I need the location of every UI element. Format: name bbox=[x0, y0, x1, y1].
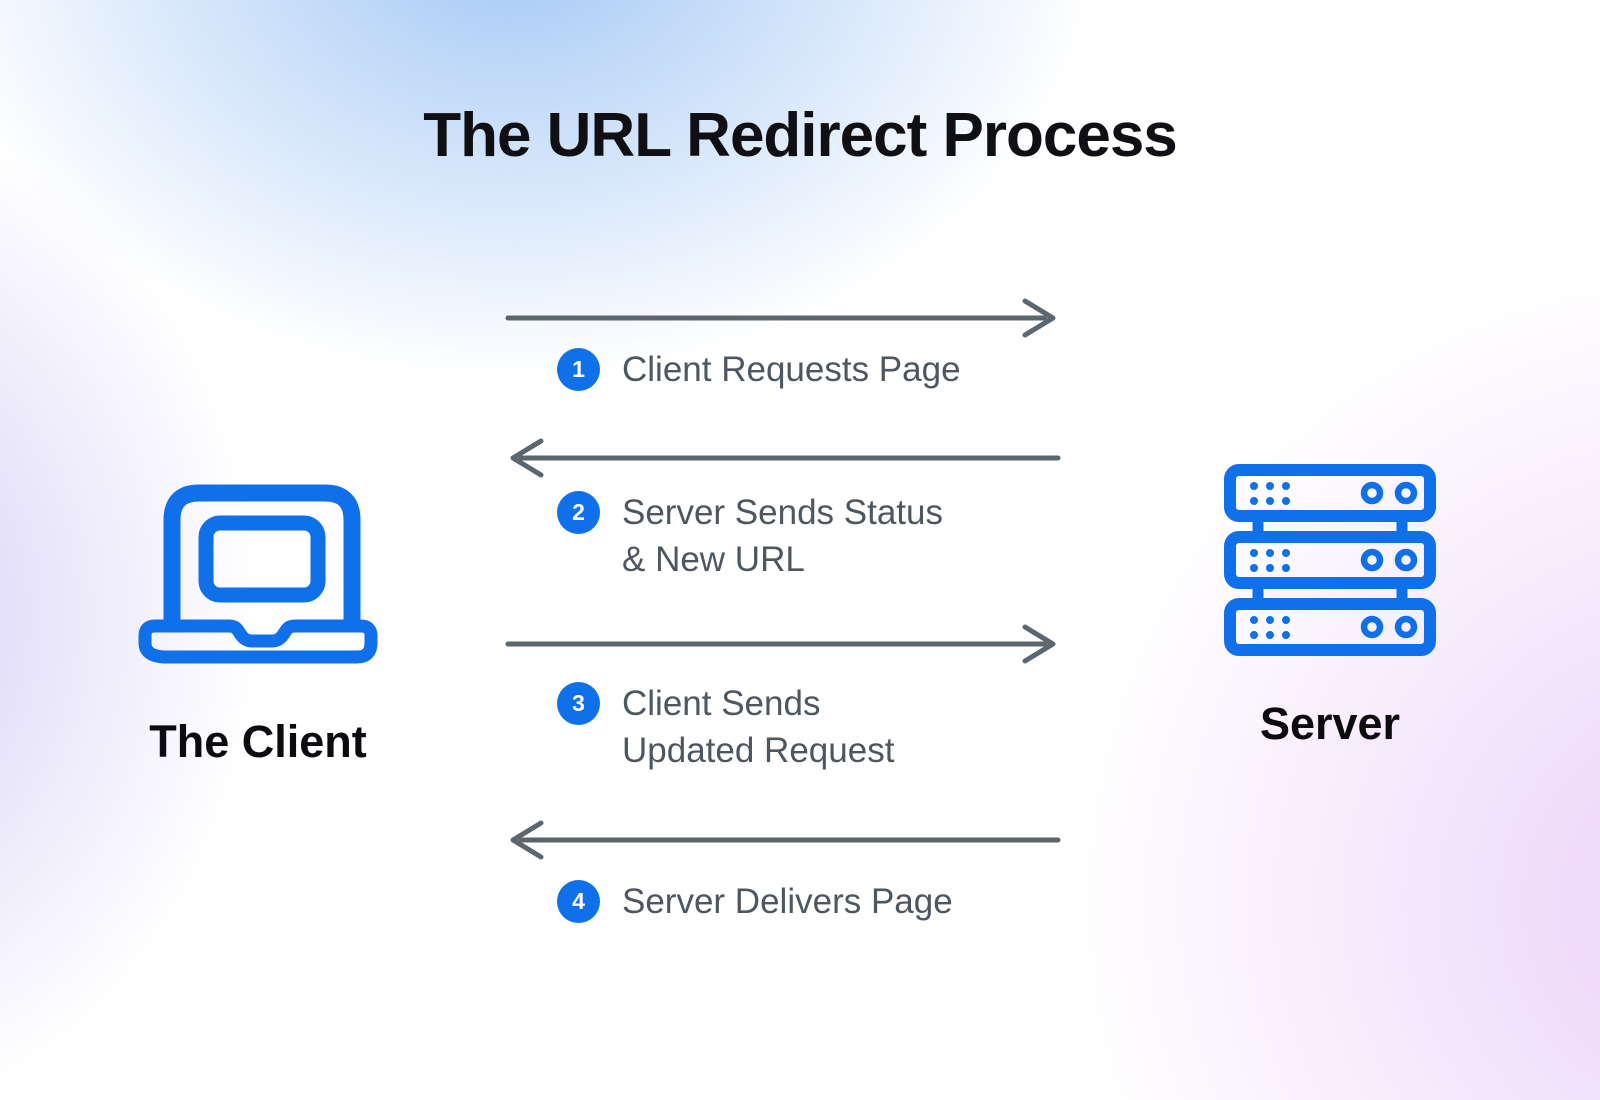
arrow-right-icon bbox=[505, 622, 1061, 666]
step-2: 2 Server Sends Status & New URL bbox=[557, 489, 943, 583]
arrow-left-icon bbox=[505, 818, 1061, 862]
step-4-badge: 4 bbox=[557, 880, 600, 923]
client-figure: The Client bbox=[138, 468, 378, 768]
step-3-label: Client Sends Updated Request bbox=[622, 684, 895, 770]
server-figure: Server bbox=[1222, 462, 1438, 750]
step-1-label: Client Requests Page bbox=[622, 350, 961, 389]
step-2-label: Server Sends Status & New URL bbox=[622, 493, 943, 579]
server-label: Server bbox=[1259, 698, 1401, 749]
step-1-badge: 1 bbox=[557, 348, 600, 391]
step-3: 3 Client Sends Updated Request bbox=[557, 680, 894, 774]
arrow-left-icon bbox=[505, 436, 1061, 480]
diagram-title: The URL Redirect Process bbox=[423, 101, 1178, 170]
flow-steps: 1 Client Requests Page 2 Server Sends St… bbox=[505, 0, 1061, 1100]
step-4-label: Server Delivers Page bbox=[622, 882, 953, 921]
laptop-icon bbox=[138, 484, 378, 664]
step-2-badge: 2 bbox=[557, 491, 600, 534]
client-label: The Client bbox=[149, 716, 367, 767]
step-1: 1 Client Requests Page bbox=[557, 346, 961, 393]
step-4: 4 Server Delivers Page bbox=[557, 878, 953, 925]
arrow-right-icon bbox=[505, 296, 1061, 340]
step-3-badge: 3 bbox=[557, 682, 600, 725]
server-icon bbox=[1224, 464, 1436, 656]
